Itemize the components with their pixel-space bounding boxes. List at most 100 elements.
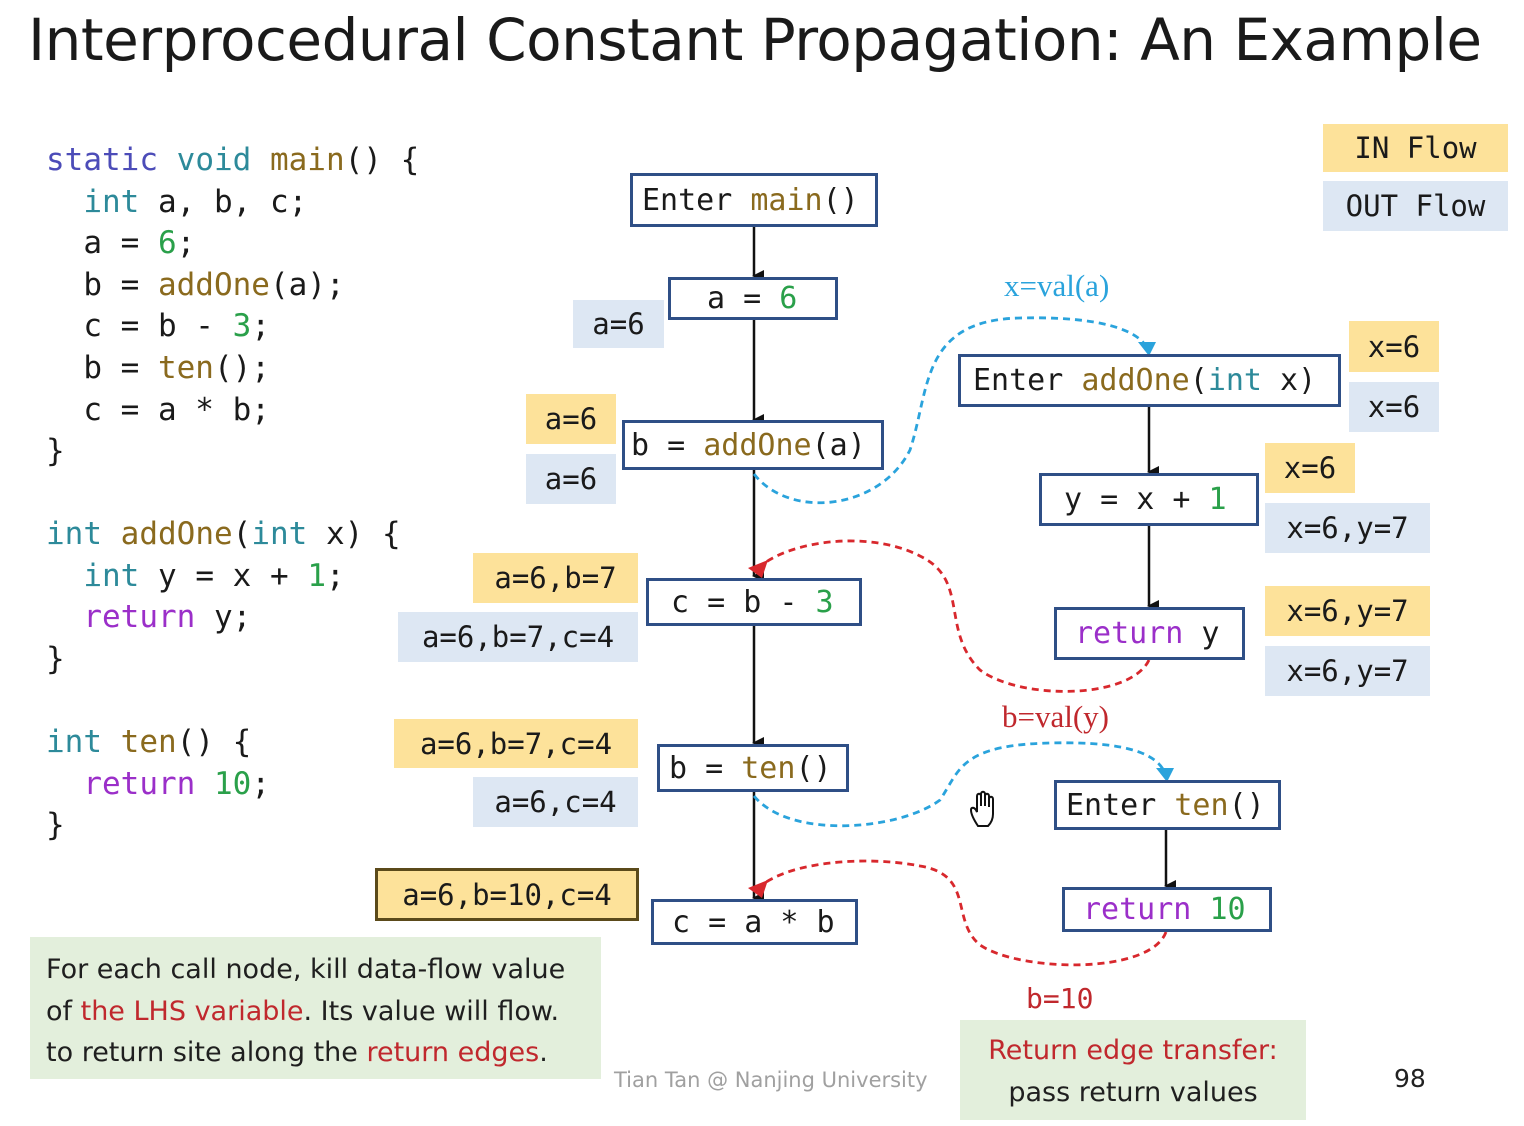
- code-token: a =: [83, 225, 158, 262]
- code-token: ten: [120, 724, 177, 760]
- node-token: 1: [1208, 482, 1227, 517]
- legend-out-flow: OUT Flow: [1323, 181, 1508, 231]
- code-token: addOne: [157, 266, 270, 303]
- code-token: 10: [213, 765, 252, 802]
- flow-out-badd: a=6: [526, 454, 616, 504]
- code-token: int: [83, 557, 140, 594]
- code-token: c = b -: [83, 308, 233, 345]
- node-y-assign-x-plus-1[interactable]: y = x + 1: [1039, 473, 1259, 526]
- edge-label-call-addone: x=val(a): [1004, 268, 1110, 303]
- call-edge-addone-arrow: [1138, 342, 1156, 356]
- code-token: ;: [325, 557, 345, 594]
- flow-in-badd: a=6: [526, 394, 616, 444]
- code-token: x) {: [307, 516, 401, 552]
- node-a-assign-6[interactable]: a = 6: [668, 277, 838, 320]
- node-enter-ten[interactable]: Enter ten(): [1054, 780, 1281, 830]
- code-token: (a);: [269, 266, 345, 303]
- node-token: return: [1075, 616, 1184, 651]
- node-token: c = b -: [671, 584, 816, 620]
- slide-title: Interprocedural Constant Propagation: An…: [28, 6, 1482, 74]
- flow-in-rety: x=6,y=7: [1265, 586, 1430, 636]
- note-highlight: the LHS variable: [80, 995, 304, 1027]
- node-token: (): [1228, 787, 1265, 823]
- return-edge-ten: [757, 859, 1168, 967]
- flow-out-enteradd: x=6: [1349, 382, 1439, 432]
- code-token: return: [83, 765, 196, 802]
- node-b-assign-addone[interactable]: b = addOne(a): [622, 420, 884, 470]
- code-token: ;: [176, 225, 196, 262]
- node-token: (): [822, 182, 859, 218]
- node-token: Enter: [973, 363, 1082, 398]
- node-b-assign-ten[interactable]: b = ten(): [657, 744, 849, 792]
- code-token: void: [176, 142, 252, 178]
- code-token: 3: [232, 308, 252, 345]
- page-number: 98: [1394, 1064, 1426, 1093]
- code-token: b =: [83, 349, 158, 386]
- flow-out-a6: a=6: [573, 300, 664, 348]
- flow-in-bten: a=6,b=7,c=4: [394, 719, 638, 768]
- code-ten: int ten() { return 10; }: [46, 722, 270, 847]
- code-token: y = x +: [139, 557, 308, 594]
- node-c-assign-a-times-b[interactable]: c = a * b: [651, 899, 858, 945]
- note-text: . Its value will flow.: [303, 995, 560, 1027]
- node-token: ten: [741, 750, 796, 786]
- code-token: return: [83, 599, 196, 636]
- note-text: to return site along the: [46, 1037, 367, 1068]
- code-token: int: [251, 516, 308, 552]
- node-token: main: [750, 182, 823, 218]
- code-token: ten: [157, 349, 214, 386]
- edge-label-return-addone: b=val(y): [1002, 699, 1110, 734]
- code-token: 1: [307, 557, 326, 594]
- call-edge-ten-arrow: [1156, 768, 1174, 782]
- note-text: .: [539, 1037, 548, 1068]
- call-edge-addone: [752, 316, 1150, 505]
- flow-in-cab: a=6,b=10,c=4: [375, 868, 639, 921]
- note-text: pass return values: [1008, 1077, 1258, 1108]
- node-token: int: [1207, 363, 1262, 398]
- node-token: Enter: [1066, 787, 1175, 823]
- return-edge-addone-arrow: [748, 560, 768, 578]
- note-line: of the LHS variable. Its value will flow…: [46, 991, 601, 1033]
- code-main: static void main() { int a, b, c; a = 6;…: [46, 140, 419, 473]
- node-return-10[interactable]: return 10: [1062, 887, 1272, 932]
- edge-label-return-ten: b=10: [1026, 982, 1094, 1015]
- code-token: }: [46, 807, 65, 844]
- code-token: y;: [195, 599, 252, 636]
- note-line: to return site along the return edges.: [46, 1032, 601, 1074]
- node-token: Enter: [642, 182, 751, 218]
- node-return-y[interactable]: return y: [1054, 607, 1245, 660]
- node-token: b =: [631, 427, 704, 463]
- flow-out-rety: x=6,y=7: [1265, 646, 1430, 696]
- return-edge-ten-arrow: [748, 880, 768, 898]
- node-token: (a): [811, 427, 866, 463]
- node-token: y: [1183, 616, 1220, 651]
- node-token: [1191, 892, 1209, 927]
- legend-in-flow: IN Flow: [1323, 124, 1508, 172]
- node-token: ten: [1174, 787, 1229, 823]
- node-token: addOne: [1081, 363, 1190, 398]
- node-token: a =: [707, 281, 780, 316]
- code-token: a, b, c;: [139, 183, 308, 220]
- code-token: (: [232, 516, 252, 552]
- node-enter-main[interactable]: Enter main(): [630, 173, 878, 227]
- flow-in-enteradd: x=6: [1349, 321, 1439, 372]
- node-token: 3: [815, 584, 834, 620]
- node-c-assign-b-minus-3[interactable]: c = b - 3: [646, 578, 862, 626]
- code-token: int: [46, 516, 102, 552]
- node-enter-addone[interactable]: Enter addOne(int x): [958, 354, 1341, 407]
- code-token: b =: [83, 266, 158, 303]
- flow-in-cb3: a=6,b=7: [473, 553, 638, 603]
- code-token: 6: [157, 225, 177, 262]
- node-token: (): [795, 750, 832, 786]
- node-token: y = x +: [1064, 482, 1209, 517]
- note-heading: Return edge transfer:: [988, 1035, 1278, 1066]
- code-token: main: [269, 142, 345, 178]
- flow-in-yx1: x=6: [1265, 443, 1355, 493]
- code-token: }: [46, 640, 65, 677]
- node-token: (: [1189, 363, 1208, 398]
- code-token: ;: [251, 308, 270, 345]
- flow-out-yx1: x=6,y=7: [1265, 503, 1430, 553]
- code-token: () {: [344, 142, 420, 178]
- hand-cursor-icon: [969, 790, 994, 827]
